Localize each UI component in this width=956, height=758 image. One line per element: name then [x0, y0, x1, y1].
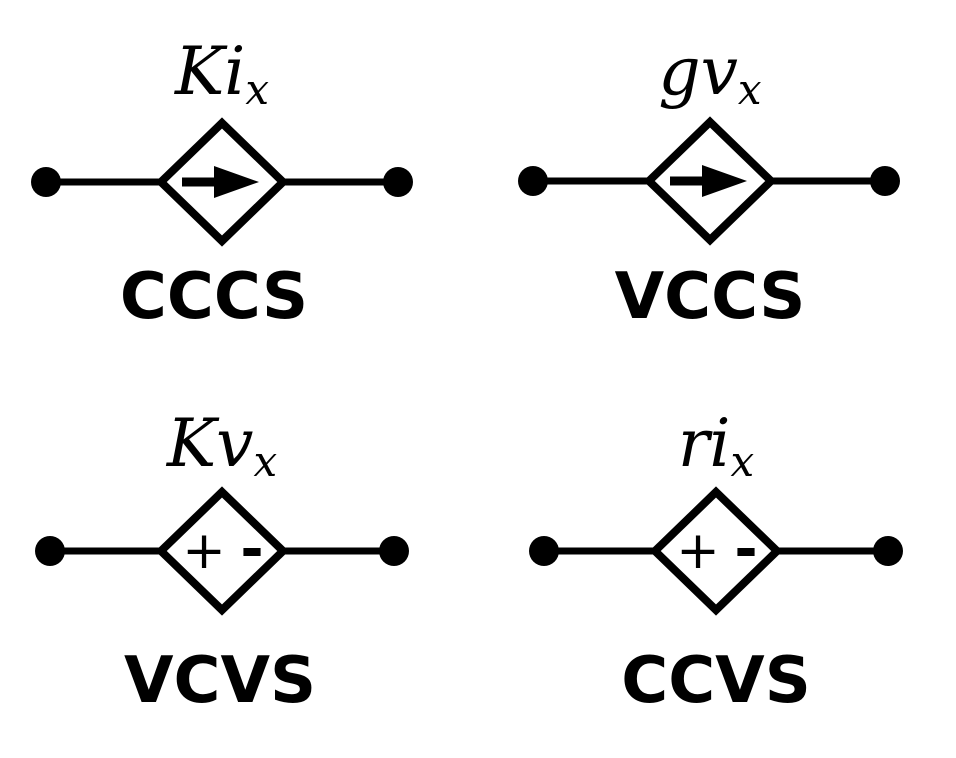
plus-sign: +	[676, 521, 720, 581]
gain-label-vcvs: Kvx	[166, 405, 278, 486]
source-ccvs: rix + - CCVS	[529, 405, 903, 718]
plus-sign: +	[182, 521, 226, 581]
dependent-source-diamond	[649, 486, 783, 616]
left-terminal	[31, 167, 61, 197]
source-type-label: CCCS	[120, 260, 308, 334]
controlling-variable: i	[224, 33, 245, 110]
gain-coefficient: g	[658, 33, 700, 110]
gain-coefficient: K	[174, 33, 228, 110]
source-cccs: Kix CCCS	[31, 33, 413, 334]
gain-label-vccs: gvx	[658, 33, 762, 114]
left-terminal	[518, 166, 548, 196]
right-terminal	[379, 536, 409, 566]
controlling-variable: i	[709, 405, 730, 482]
controlling-variable: v	[216, 405, 253, 482]
left-terminal	[35, 536, 65, 566]
minus-sign: -	[240, 517, 263, 582]
variable-subscript: x	[738, 65, 762, 114]
right-terminal	[383, 167, 413, 197]
variable-subscript: x	[730, 437, 754, 486]
controlling-variable: v	[701, 33, 738, 110]
right-terminal	[873, 536, 903, 566]
left-terminal	[529, 536, 559, 566]
source-type-label: VCCS	[615, 260, 806, 334]
right-terminal	[870, 166, 900, 196]
variable-subscript: x	[253, 437, 277, 486]
source-vcvs: Kvx + - VCVS	[35, 405, 409, 718]
variable-subscript: x	[245, 65, 269, 114]
source-vccs: gvx VCCS	[518, 33, 900, 334]
gain-label-cccs: Kix	[174, 33, 269, 114]
dependent-source-diamond	[155, 486, 289, 616]
minus-sign: -	[734, 517, 757, 582]
source-type-label: CCVS	[621, 644, 811, 718]
current-arrow-icon	[182, 166, 259, 198]
gain-coefficient: r	[678, 405, 713, 482]
gain-label-ccvs: rix	[678, 405, 755, 486]
current-arrow-icon	[670, 165, 747, 197]
source-type-label: VCVS	[124, 644, 316, 718]
gain-coefficient: K	[166, 405, 220, 482]
